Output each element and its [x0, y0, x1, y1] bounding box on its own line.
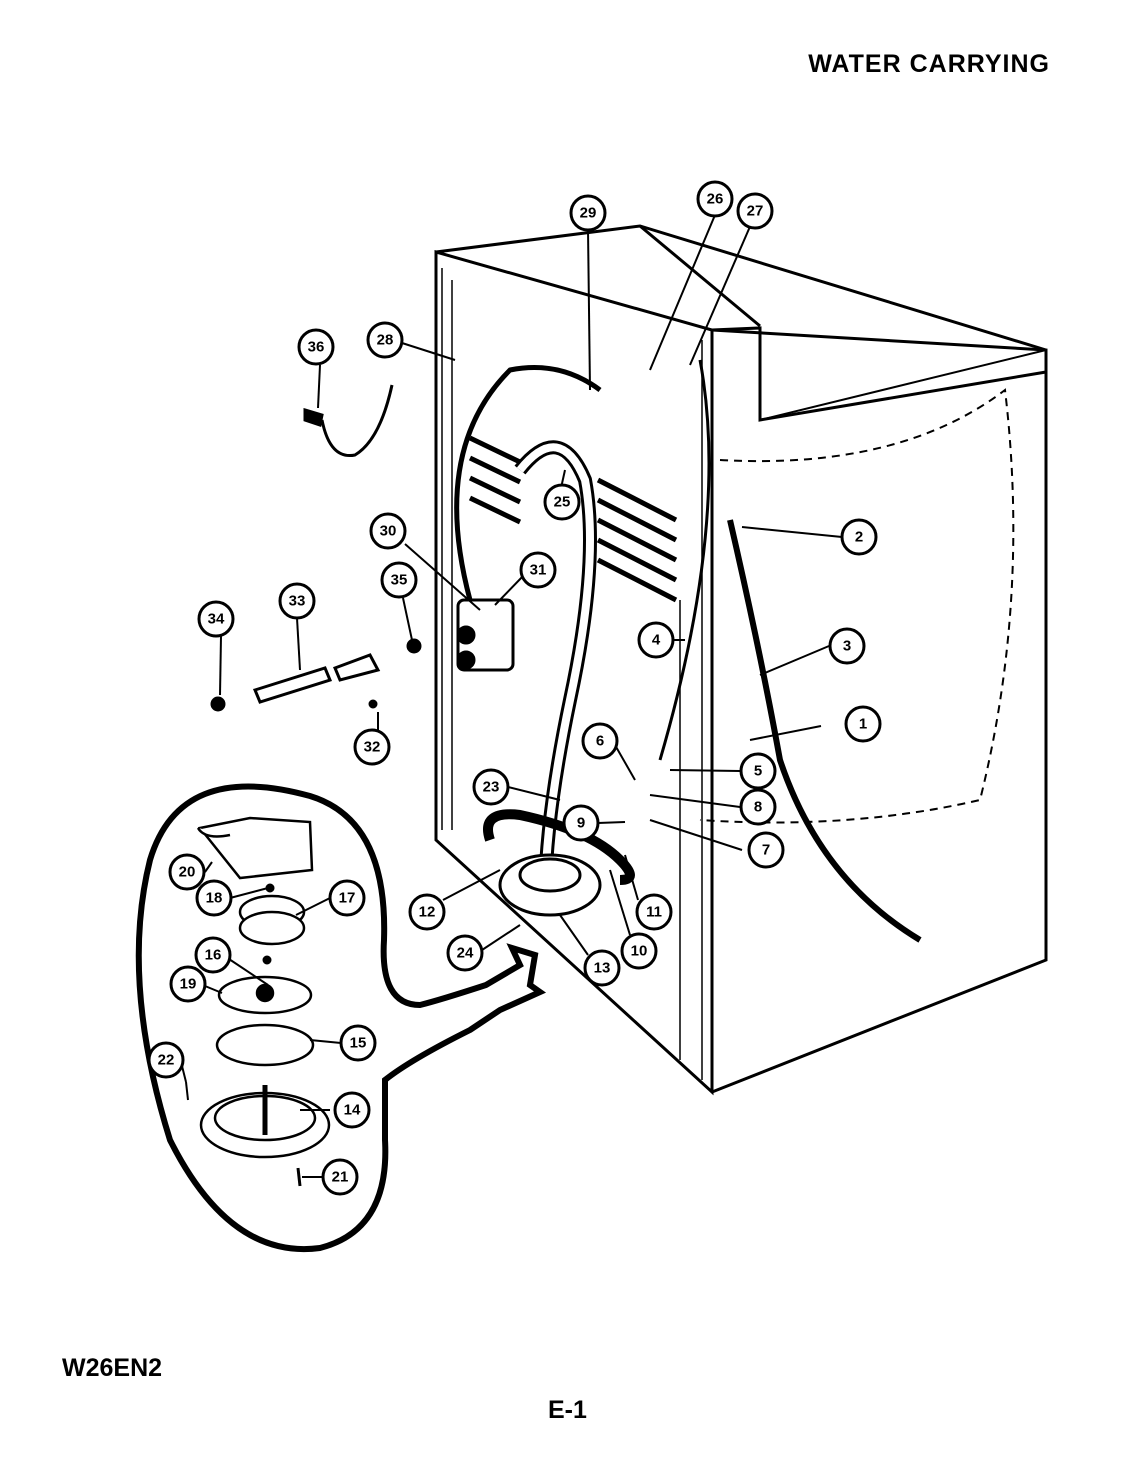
callout-32: 32	[353, 728, 391, 766]
callout-13: 13	[583, 949, 621, 987]
callout-20: 20	[168, 853, 206, 891]
callout-35: 35	[380, 561, 418, 599]
svg-text:17: 17	[339, 890, 356, 907]
svg-text:3: 3	[843, 638, 851, 655]
callout-21: 21	[321, 1158, 359, 1196]
svg-text:23: 23	[483, 779, 500, 796]
svg-text:20: 20	[179, 864, 196, 881]
callout-29: 29	[569, 194, 607, 232]
svg-text:19: 19	[180, 976, 197, 993]
svg-text:16: 16	[205, 947, 222, 964]
power-cord	[303, 384, 394, 458]
svg-text:9: 9	[577, 815, 585, 832]
svg-text:11: 11	[646, 904, 662, 921]
washer-cabinet	[434, 224, 1048, 1096]
pump-exploded-view	[135, 783, 547, 1253]
callout-9: 9	[562, 804, 600, 842]
callout-7: 7	[747, 831, 785, 869]
callout-15: 15	[339, 1024, 377, 1062]
callout-33: 33	[278, 582, 316, 620]
callout-28: 28	[366, 321, 404, 359]
svg-text:6: 6	[596, 733, 604, 750]
callout-22: 22	[147, 1041, 185, 1079]
callout-14: 14	[333, 1091, 371, 1129]
svg-text:18: 18	[206, 890, 223, 907]
svg-text:22: 22	[158, 1052, 175, 1069]
callout-5: 5	[739, 752, 777, 790]
svg-text:12: 12	[419, 904, 436, 921]
svg-text:5: 5	[754, 763, 762, 780]
callout-6: 6	[581, 722, 619, 760]
svg-text:29: 29	[580, 205, 597, 222]
callout-30: 30	[369, 512, 407, 550]
callout-1: 1	[844, 705, 882, 743]
svg-text:14: 14	[344, 1102, 361, 1119]
callout-16: 16	[194, 936, 232, 974]
callout-17: 17	[328, 879, 366, 917]
callout-26: 26	[696, 180, 734, 218]
callout-36: 36	[297, 328, 335, 366]
callout-10: 10	[620, 932, 658, 970]
callout-12: 12	[408, 893, 446, 931]
svg-text:32: 32	[364, 739, 381, 756]
callout-3: 3	[828, 627, 866, 665]
svg-text:34: 34	[208, 611, 225, 628]
svg-text:15: 15	[350, 1035, 367, 1052]
svg-text:33: 33	[289, 593, 306, 610]
svg-text:13: 13	[594, 960, 611, 977]
svg-text:4: 4	[652, 632, 661, 649]
callout-23: 23	[472, 768, 510, 806]
callout-2: 2	[840, 518, 878, 556]
callout-18: 18	[195, 879, 233, 917]
svg-text:8: 8	[754, 799, 762, 816]
callout-19: 19	[169, 965, 207, 1003]
diagram-title: WATER CARRYING	[808, 50, 1050, 78]
svg-text:36: 36	[308, 339, 325, 356]
svg-text:28: 28	[377, 332, 394, 349]
svg-text:27: 27	[747, 203, 764, 220]
callout-4: 4	[637, 621, 675, 659]
svg-text:35: 35	[391, 572, 408, 589]
callout-25: 25	[543, 483, 581, 521]
page-number: E-1	[548, 1396, 587, 1424]
pump-assembly	[498, 853, 602, 917]
water-valve	[456, 598, 515, 672]
svg-text:2: 2	[855, 529, 863, 546]
callout-31: 31	[519, 551, 557, 589]
svg-text:1: 1	[859, 716, 867, 733]
leader-lines	[181, 214, 843, 1178]
callout-34: 34	[197, 600, 235, 638]
svg-text:21: 21	[332, 1169, 349, 1186]
inlet-hose	[210, 638, 422, 712]
svg-text:7: 7	[762, 842, 770, 859]
svg-text:24: 24	[457, 945, 474, 962]
callout-8: 8	[739, 788, 777, 826]
callout-27: 27	[736, 192, 774, 230]
svg-text:30: 30	[380, 523, 397, 540]
svg-text:25: 25	[554, 494, 571, 511]
svg-text:10: 10	[631, 943, 648, 960]
hoses	[454, 359, 922, 943]
callout-24: 24	[446, 934, 484, 972]
model-number: W26EN2	[62, 1354, 163, 1382]
callout-11: 11	[635, 893, 673, 931]
vent-louvers	[468, 435, 678, 603]
svg-text:31: 31	[530, 562, 547, 579]
svg-text:26: 26	[707, 191, 724, 208]
